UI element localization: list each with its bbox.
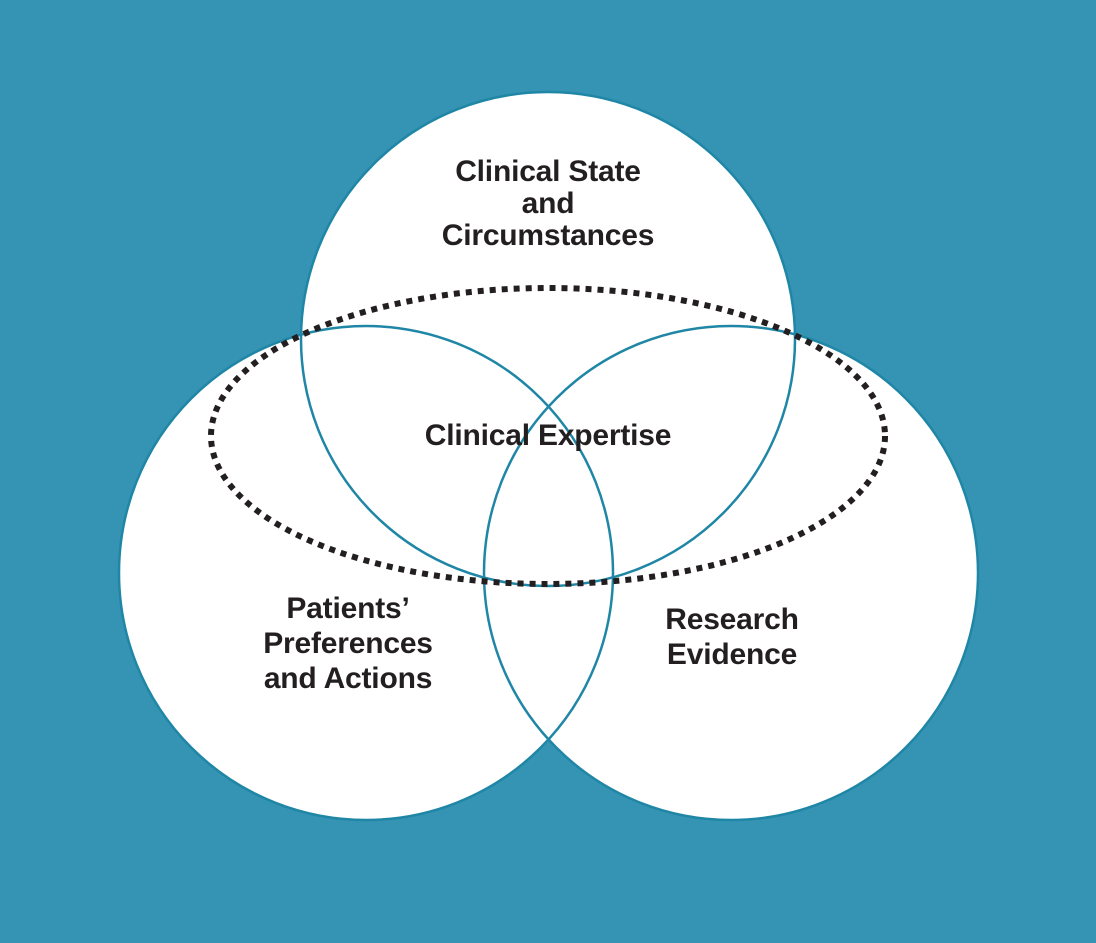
circle-fill-top [301,92,795,586]
top-circle-label-line-3: Circumstances [441,219,655,252]
left-circle-label-line-2: Preferences [263,627,433,660]
right-circle-label-line-1: Research [665,603,799,636]
right-circle-label: Research Evidence [612,602,852,672]
top-circle-label-line-1: Clinical State [455,155,641,188]
left-circle-label-line-3: and Actions [263,662,433,695]
left-circle-label-line-1: Patients’ [286,592,410,625]
left-circle-label: Patients’ Preferences and Actions [208,591,488,696]
circle-right [482,324,980,822]
center-label: Clinical Expertise [385,420,711,452]
clinical-expertise-label: Clinical Expertise [424,419,672,452]
top-circle-label: Clinical State and Circumstances [398,156,698,252]
clinical-expertise-ellipse [208,285,888,587]
circle-top [299,90,797,588]
right-circle-label-line-2: Evidence [666,638,798,671]
top-circle-label-line-2: and [521,187,575,220]
circle-left [117,324,615,822]
